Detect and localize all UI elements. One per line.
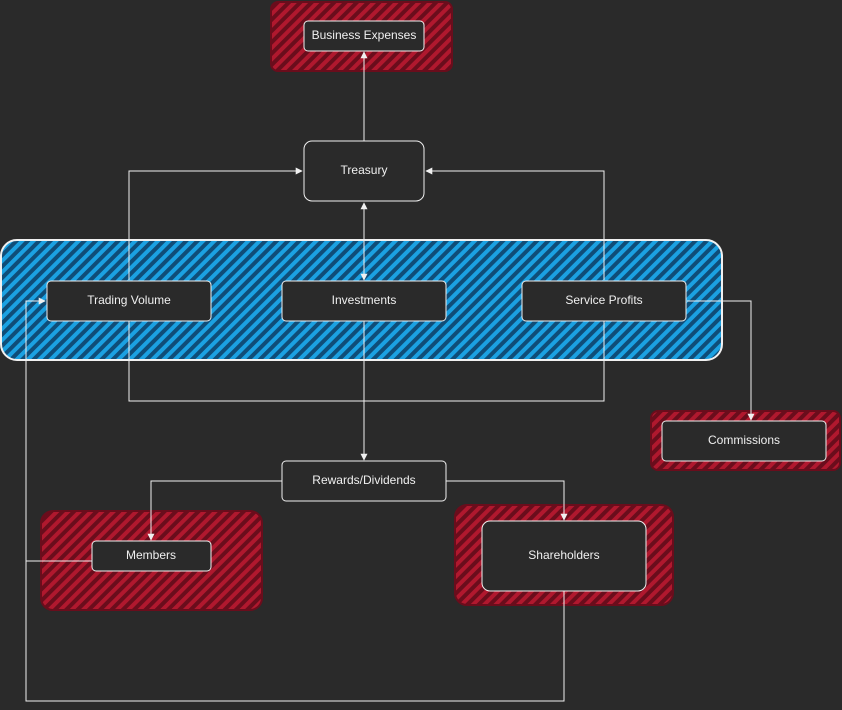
node-service-profits[interactable]: Service Profits [521,280,687,322]
node-label-commissions: Commissions [708,433,780,447]
node-treasury[interactable]: Treasury [303,140,425,202]
edge-service-profits-to-commissions [687,300,755,421]
edge-members-to-trading-volume [25,297,92,562]
node-rewards-dividends[interactable]: Rewards/Dividends [281,460,447,502]
edge-service-profits-to-treasury [425,167,605,280]
node-label-shareholders: Shareholders [528,548,599,562]
node-label-service-profits: Service Profits [565,293,642,307]
node-investments[interactable]: Investments [281,280,447,322]
edge-trading-volume-to-treasury [128,167,303,280]
node-label-investments: Investments [332,293,397,307]
edge-collector-loop [128,321,605,402]
edge-rewards-to-shareholders [446,480,568,521]
node-label-trading-volume: Trading Volume [87,293,171,307]
node-label-members: Members [126,548,176,562]
node-trading-volume[interactable]: Trading Volume [46,280,212,322]
node-shareholders[interactable]: Shareholders [481,520,647,592]
node-business-expenses[interactable]: Business Expenses [303,20,425,52]
node-label-treasury: Treasury [341,163,388,177]
node-commissions[interactable]: Commissions [661,420,827,462]
node-label-rewards-dividends: Rewards/Dividends [312,473,415,487]
edge-rewards-to-members [147,480,282,541]
node-label-business-expenses: Business Expenses [312,28,417,42]
edge-shareholders-to-trading-volume [25,561,565,702]
node-members[interactable]: Members [91,540,212,572]
